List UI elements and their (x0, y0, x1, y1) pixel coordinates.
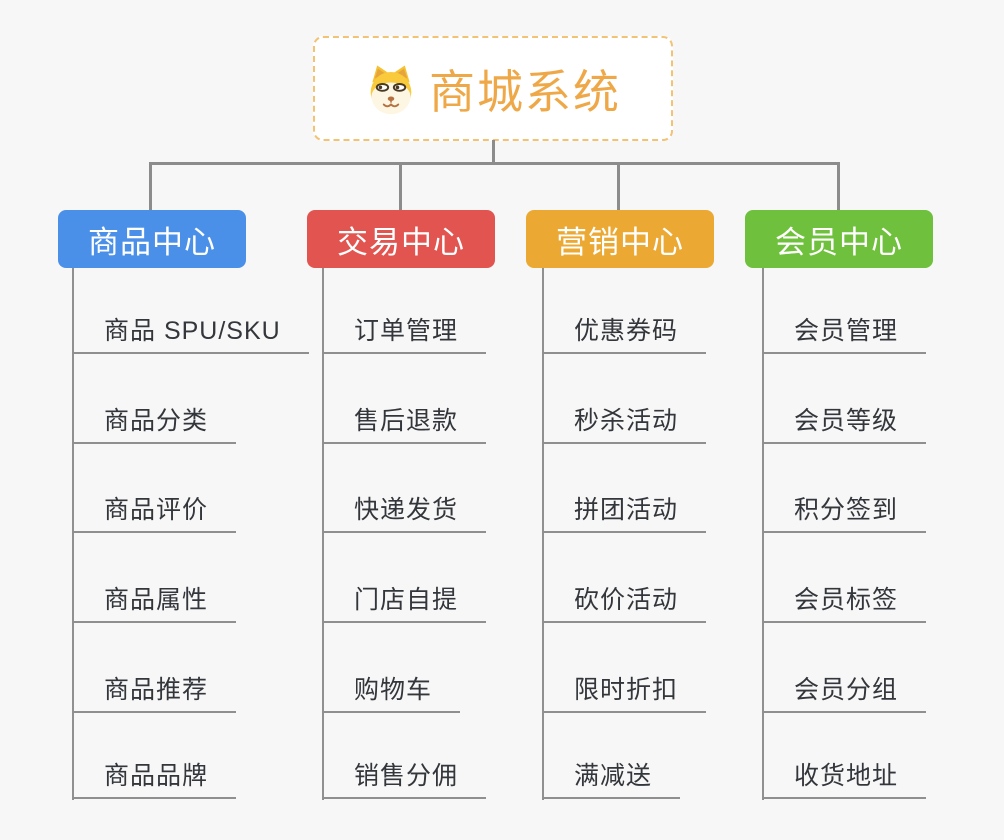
leaf-node[interactable]: 快递发货 (322, 497, 487, 533)
root-node[interactable]: 商城系统 (313, 36, 673, 141)
branch-node-marketing-center[interactable]: 营销中心 (526, 210, 714, 268)
leaf-node[interactable]: 会员等级 (762, 408, 927, 444)
leaf-node[interactable]: 会员分组 (762, 677, 927, 713)
leaf-node[interactable]: 订单管理 (322, 318, 487, 354)
leaf-node[interactable]: 会员管理 (762, 318, 927, 354)
branch-node-product-center[interactable]: 商品中心 (58, 210, 246, 268)
leaf-node[interactable]: 销售分佣 (322, 763, 487, 799)
leaf-node[interactable]: 商品品牌 (72, 763, 237, 799)
leaf-node[interactable]: 收货地址 (762, 763, 927, 799)
leaf-node[interactable]: 购物车 (322, 677, 461, 713)
leaf-node[interactable]: 商品评价 (72, 497, 237, 533)
leaf-node[interactable]: 满减送 (542, 763, 681, 799)
connector-drop-1 (149, 162, 152, 212)
trunk-line-4 (762, 268, 764, 800)
leaf-node[interactable]: 商品 SPU/SKU (72, 318, 309, 354)
leaf-node[interactable]: 拼团活动 (542, 497, 707, 533)
leaf-node[interactable]: 商品分类 (72, 408, 237, 444)
trunk-line-2 (322, 268, 324, 800)
root-title: 商城系统 (429, 65, 621, 118)
connector-drop-3 (617, 162, 620, 212)
leaf-node[interactable]: 砍价活动 (542, 587, 707, 623)
leaf-node[interactable]: 售后退款 (322, 408, 487, 444)
leaf-node[interactable]: 商品推荐 (72, 677, 237, 713)
branch-node-trade-center[interactable]: 交易中心 (307, 210, 495, 268)
leaf-node[interactable]: 秒杀活动 (542, 408, 707, 444)
connector-horizontal (149, 162, 840, 165)
leaf-node[interactable]: 限时折扣 (542, 677, 707, 713)
connector-drop-4 (837, 162, 840, 212)
leaf-node[interactable]: 积分签到 (762, 497, 927, 533)
leaf-node[interactable]: 优惠券码 (542, 318, 707, 354)
leaf-node[interactable]: 门店自提 (322, 587, 487, 623)
doge-icon (370, 64, 412, 114)
connector-root-stub (492, 140, 495, 164)
trunk-line-3 (542, 268, 544, 800)
connector-drop-2 (399, 162, 402, 212)
trunk-line-1 (72, 268, 74, 800)
leaf-node[interactable]: 会员标签 (762, 587, 927, 623)
leaf-node[interactable]: 商品属性 (72, 587, 237, 623)
branch-node-member-center[interactable]: 会员中心 (745, 210, 933, 268)
